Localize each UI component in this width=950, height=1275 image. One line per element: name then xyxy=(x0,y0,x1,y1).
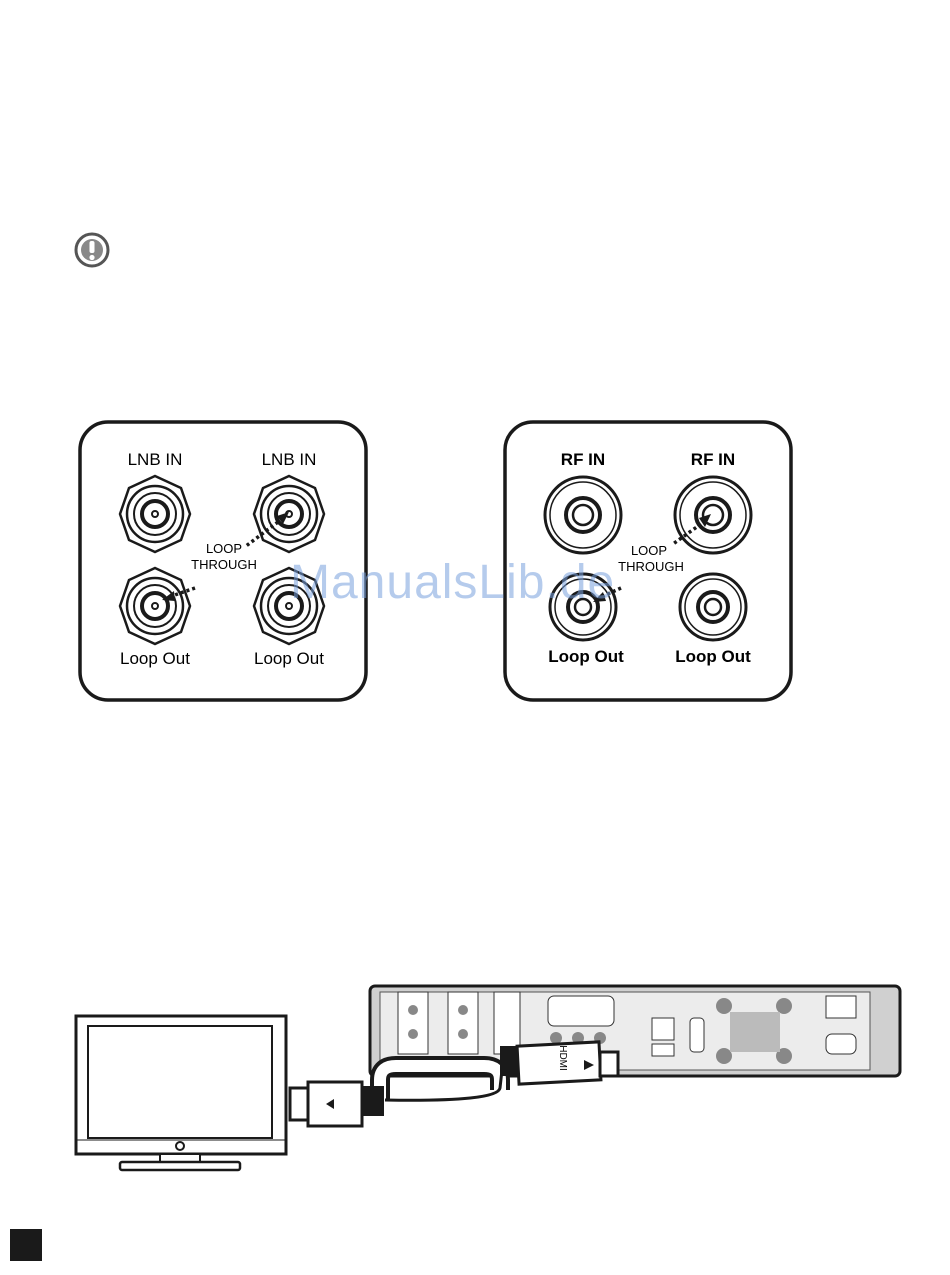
lnb-in-label-right: LNB IN xyxy=(262,450,317,469)
hdmi-plug-label: HDMI xyxy=(557,1045,568,1071)
loop-label-line1: LOOP xyxy=(206,541,242,556)
lnb-in-connector-left xyxy=(120,476,190,552)
exclamation-circle-icon xyxy=(74,232,110,268)
loop-out-connector-left xyxy=(120,568,190,644)
rf-in-label-right: RF IN xyxy=(691,450,735,469)
hdmi-connection-diagram: HDMI xyxy=(0,960,950,1200)
loop-out-label-left: Loop Out xyxy=(120,649,190,668)
rf-loop-out-label-right: Loop Out xyxy=(675,647,751,666)
rf-loop-label-line2: THROUGH xyxy=(618,559,684,574)
page-marker xyxy=(10,1229,42,1261)
rf-loop-out-label-left: Loop Out xyxy=(548,647,624,666)
lnb-in-connector-right xyxy=(254,476,324,552)
hdmi-plug-tv-side xyxy=(290,1082,362,1126)
rf-in-connector-left xyxy=(545,477,621,553)
watermark: ManualsLib.de xyxy=(290,555,615,610)
tv-illustration xyxy=(76,1016,286,1170)
rf-loop-out-connector-right xyxy=(680,574,746,640)
loop-out-label-right: Loop Out xyxy=(254,649,324,668)
rf-in-connector-right xyxy=(675,477,751,553)
lnb-in-label-left: LNB IN xyxy=(128,450,183,469)
rf-loop-label-line1: LOOP xyxy=(631,543,667,558)
rf-in-label-left: RF IN xyxy=(561,450,605,469)
loop-label-line2: THROUGH xyxy=(191,557,257,572)
